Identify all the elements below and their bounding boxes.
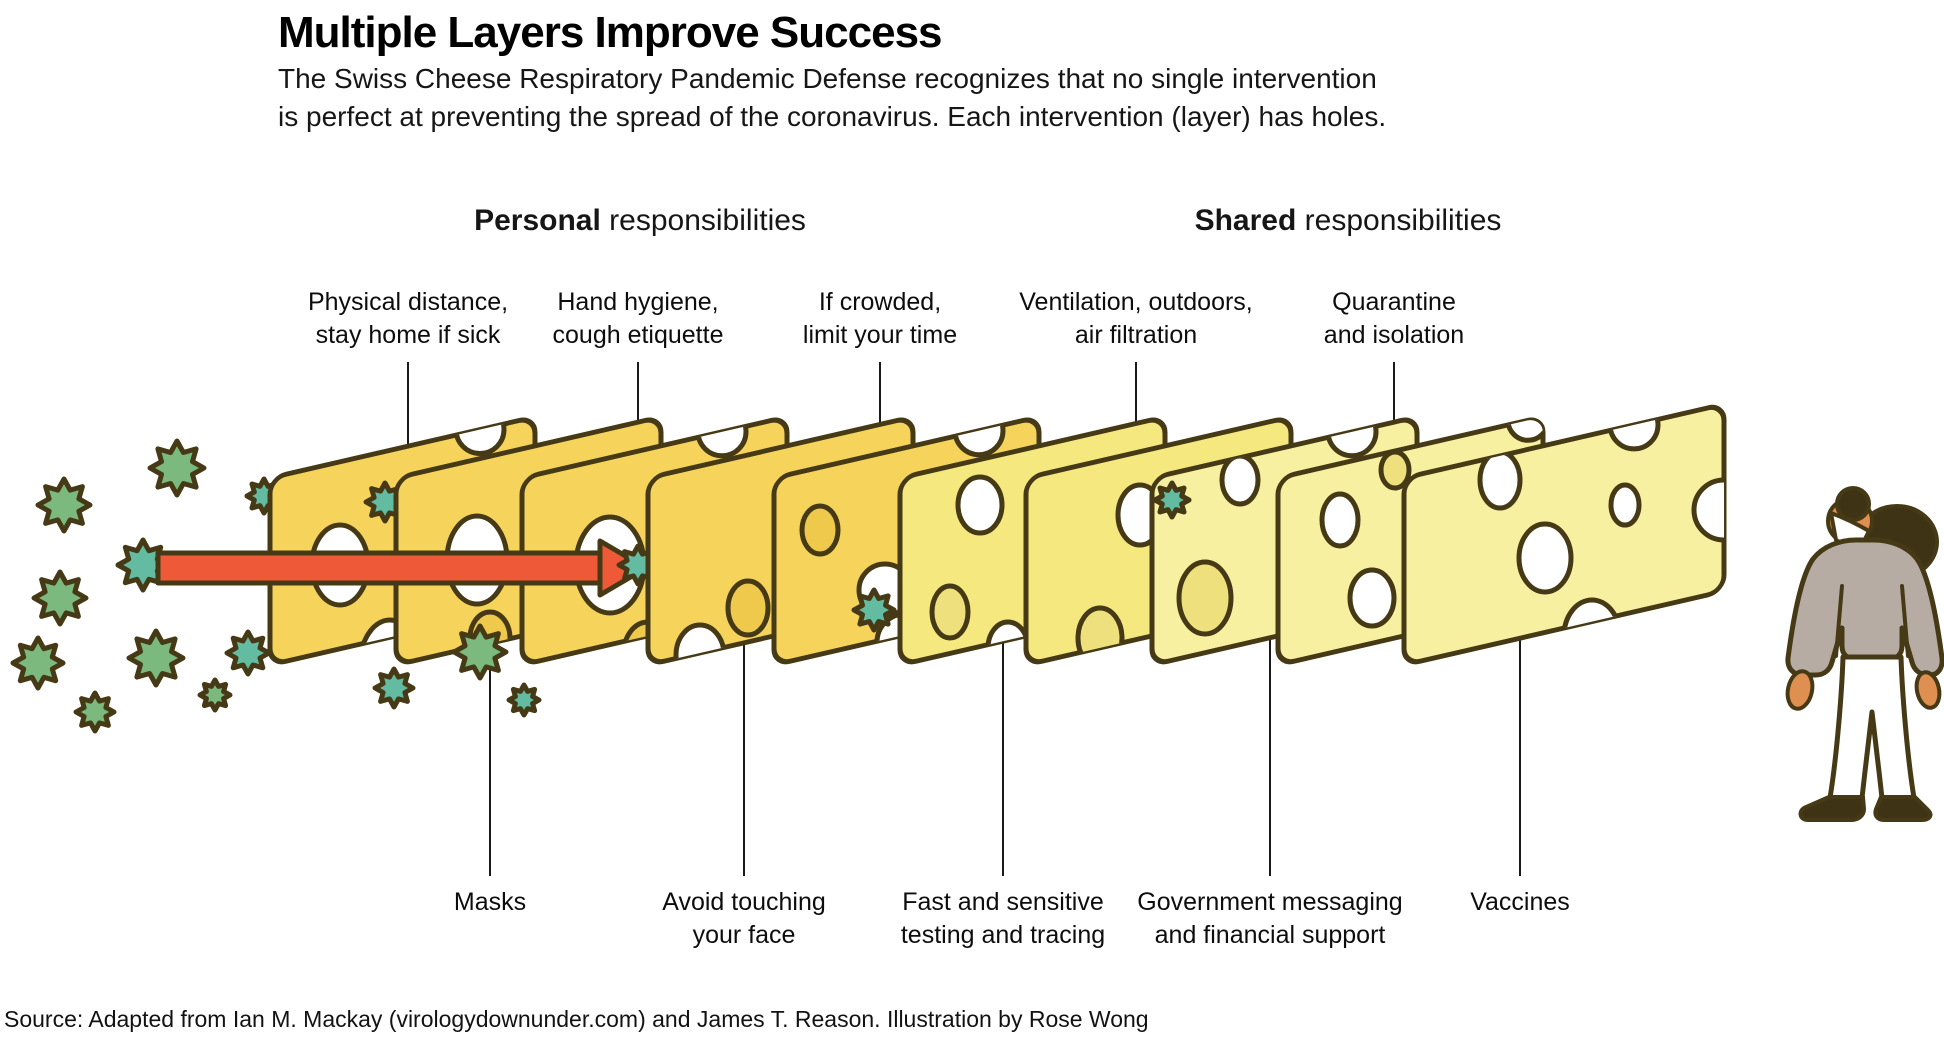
section-header-shared-rest: responsibilities	[1296, 204, 1502, 237]
cheese-hole	[1176, 559, 1234, 637]
cheese-notch	[952, 416, 1006, 458]
cheese-hole	[725, 578, 771, 638]
cheese-stack	[10, 404, 1727, 734]
label-testing-tracing: Fast and sensitive testing and tracing	[900, 888, 1106, 949]
cheese-hole	[1516, 521, 1574, 595]
virus-icon	[224, 629, 272, 677]
cheese-hole	[1477, 449, 1523, 511]
virus-icon	[1152, 480, 1192, 520]
virus-icon	[31, 569, 89, 627]
person-shoe-right	[1873, 795, 1933, 822]
person-pants	[1827, 654, 1917, 801]
label-hand-hygiene: Hand hygiene, cough etiquette	[552, 288, 724, 349]
transmission-arrow	[155, 538, 649, 598]
cheese-hole	[1608, 482, 1642, 528]
section-header-personal-rest: responsibilities	[600, 204, 806, 237]
source-credit: Source: Adapted from Ian M. Mackay (viro…	[4, 1006, 1149, 1032]
section-header-personal: Personal responsibilities	[474, 204, 806, 238]
arrow-shaft	[155, 550, 603, 586]
virus-icon	[372, 666, 416, 710]
section-header-shared: Shared responsibilities	[1195, 204, 1502, 238]
virus-icon	[126, 628, 186, 688]
person-arm-crease-left	[1834, 584, 1844, 658]
cheese-hole	[955, 474, 1005, 536]
label-physical-distance: Physical distance, stay home if sick	[307, 288, 509, 349]
cheese-hole	[799, 503, 841, 557]
cheese-hole	[1319, 491, 1361, 549]
section-header-shared-bold: Shared	[1194, 204, 1297, 237]
page-subtitle: The Swiss Cheese Respiratory Pandemic De…	[278, 63, 1387, 132]
person-hand-left	[1785, 669, 1815, 711]
label-masks: Masks	[453, 888, 527, 916]
virus-icon	[10, 635, 66, 691]
cheese-hole	[1378, 449, 1412, 491]
label-if-crowded: If crowded, limit your time	[802, 288, 958, 349]
virus-icon	[451, 623, 509, 681]
label-government-support: Government messaging and financial suppo…	[1137, 888, 1403, 949]
cheese-hole	[929, 583, 971, 641]
virus-icon	[197, 677, 233, 713]
virus-icon	[147, 438, 207, 498]
virus-icon	[506, 682, 542, 718]
masked-person	[1785, 486, 1944, 822]
label-vaccines: Vaccines	[1470, 888, 1570, 916]
virus-icon	[73, 690, 117, 734]
person-hand-right	[1914, 670, 1942, 710]
label-avoid-touching: Avoid touching your face	[662, 888, 826, 949]
cheese-hole	[1219, 453, 1261, 507]
cheese-hole	[1075, 605, 1125, 665]
cheese-hole	[851, 661, 905, 665]
section-header-personal-bold: Personal	[474, 204, 601, 237]
virus-icon	[851, 587, 897, 633]
page-title: Multiple Layers Improve Success	[278, 8, 943, 57]
cheese-hole	[1561, 597, 1623, 665]
cheese-hole	[1347, 567, 1397, 629]
person-shoe-left	[1798, 795, 1866, 822]
label-ventilation: Ventilation, outdoors, air filtration	[1019, 288, 1253, 349]
person-arm-crease-right	[1900, 584, 1910, 658]
cheese-notch	[1691, 477, 1724, 543]
person-hair-front	[1835, 486, 1871, 522]
label-quarantine: Quarantine and isolation	[1323, 288, 1465, 349]
virus-icon	[35, 476, 93, 534]
leader-lines	[407, 362, 1521, 876]
cheese-hole	[985, 619, 1031, 665]
